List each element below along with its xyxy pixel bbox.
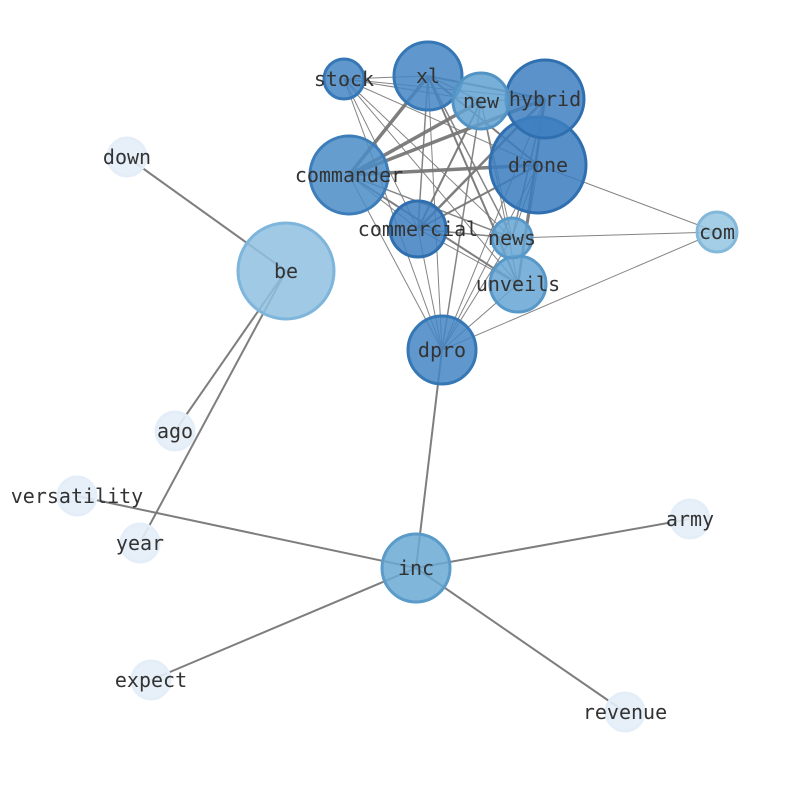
node-circle-down[interactable]: [106, 136, 148, 178]
node-label-down: down: [103, 145, 151, 169]
edge-be-year: [139, 270, 287, 544]
node-dpro[interactable]: dpro: [406, 314, 478, 386]
edge-inc-revenue: [415, 567, 626, 713]
edge-stock-unveils: [343, 78, 519, 285]
node-circle-dpro[interactable]: [406, 314, 478, 386]
node-xl[interactable]: xl: [392, 40, 464, 112]
node-army[interactable]: army: [666, 498, 714, 540]
edge-inc-dpro: [415, 349, 443, 569]
edge-com-dpro: [441, 231, 718, 351]
node-label-stock: stock: [314, 67, 374, 91]
node-commander[interactable]: commander: [295, 134, 403, 216]
node-label-news: news: [488, 226, 536, 250]
node-stock[interactable]: stock: [314, 57, 374, 101]
edge-com-news: [511, 231, 718, 239]
node-label-ago: ago: [157, 419, 193, 443]
node-circle-expect[interactable]: [130, 659, 172, 701]
edge-inc-expect: [150, 567, 417, 681]
node-com[interactable]: com: [695, 210, 739, 254]
node-news[interactable]: news: [488, 216, 536, 260]
node-label-inc: inc: [398, 556, 434, 580]
node-label-drone: drone: [508, 153, 568, 177]
node-label-be: be: [274, 259, 298, 283]
node-new[interactable]: new: [451, 71, 511, 131]
node-label-commercial: commercial: [358, 217, 478, 241]
node-ago[interactable]: ago: [154, 410, 196, 452]
node-label-com: com: [699, 220, 735, 244]
node-circle-ago[interactable]: [154, 410, 196, 452]
node-be[interactable]: be: [236, 221, 336, 321]
node-circle-commander[interactable]: [308, 134, 390, 216]
node-circle-xl[interactable]: [392, 40, 464, 112]
node-label-xl: xl: [416, 64, 440, 88]
node-label-expect: expect: [115, 668, 187, 692]
node-circle-stock[interactable]: [322, 57, 366, 101]
node-hybrid[interactable]: hybrid: [504, 58, 586, 140]
node-label-versatility: versatility: [11, 484, 143, 508]
node-circle-army[interactable]: [669, 498, 711, 540]
node-revenue[interactable]: revenue: [583, 691, 667, 733]
node-label-year: year: [116, 531, 164, 555]
node-circle-year[interactable]: [119, 522, 161, 564]
node-commercial[interactable]: commercial: [358, 199, 478, 259]
node-circle-com[interactable]: [695, 210, 739, 254]
node-label-dpro: dpro: [418, 338, 466, 362]
node-circle-inc[interactable]: [380, 532, 452, 604]
edge-inc-versatility: [76, 495, 417, 569]
node-label-revenue: revenue: [583, 700, 667, 724]
node-label-commander: commander: [295, 163, 403, 187]
node-expect[interactable]: expect: [115, 659, 187, 701]
node-label-new: new: [463, 89, 500, 113]
node-circle-news[interactable]: [490, 216, 534, 260]
node-circle-revenue[interactable]: [604, 691, 646, 733]
edge-inc-army: [415, 518, 691, 569]
node-layer: be drone hybrid commander xl dpro inc new commer…: [11, 40, 739, 733]
node-down[interactable]: down: [103, 136, 151, 178]
node-inc[interactable]: inc: [380, 532, 452, 604]
node-label-hybrid: hybrid: [509, 87, 581, 111]
node-circle-new[interactable]: [451, 71, 511, 131]
node-circle-commercial[interactable]: [388, 199, 448, 259]
node-year[interactable]: year: [116, 522, 164, 564]
node-drone[interactable]: drone: [488, 115, 588, 215]
node-label-army: army: [666, 507, 714, 531]
node-versatility[interactable]: versatility: [11, 475, 143, 517]
node-label-unveils: unveils: [476, 272, 560, 296]
node-circle-versatility[interactable]: [56, 475, 98, 517]
edge-stock-news: [343, 78, 513, 239]
node-circle-be[interactable]: [236, 221, 336, 321]
edge-dpro-new: [441, 100, 482, 351]
